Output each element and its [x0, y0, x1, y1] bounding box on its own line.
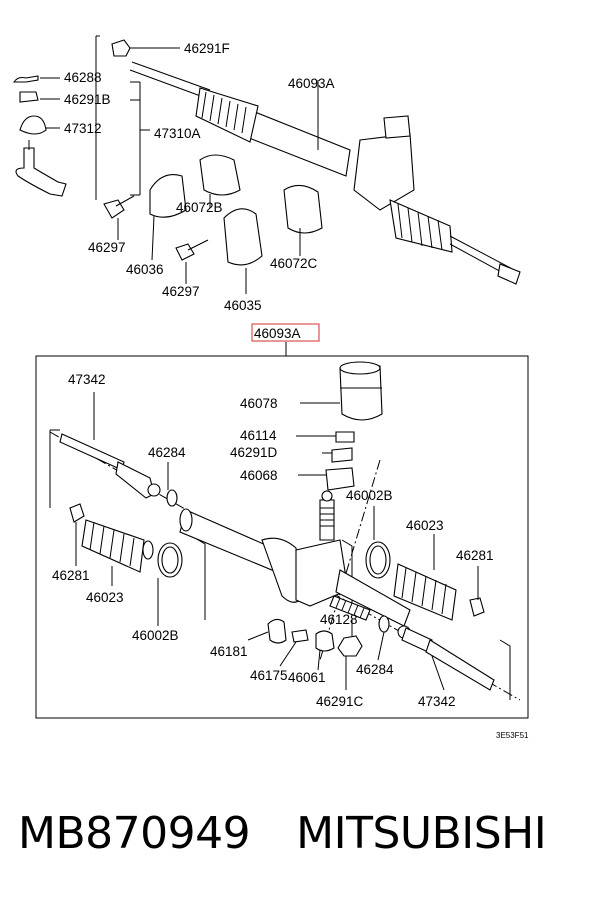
- label-47342-b: 47342: [418, 694, 456, 709]
- pinion-housing-part: [353, 133, 415, 211]
- brand-name: MITSUBISHI: [296, 808, 547, 859]
- cap-46181-part: [267, 618, 287, 644]
- bushing-46072B-part: [199, 154, 241, 196]
- label-46284-b: 46284: [356, 662, 394, 677]
- yoke-46061-part: [315, 630, 335, 652]
- lock-washer-left-part: [166, 489, 178, 507]
- label-46002B-a: 46002B: [346, 488, 393, 503]
- part-labels: 46291F 46288 46291B 47312 47310A 46093A …: [52, 41, 529, 740]
- lock-washer-right-part: [378, 615, 390, 633]
- label-46288: 46288: [64, 70, 102, 85]
- label-46281-b: 46281: [52, 568, 90, 583]
- label-46291F: 46291F: [184, 41, 230, 56]
- label-46068: 46068: [240, 468, 278, 483]
- inner-tie-rod-left-part: [59, 433, 125, 471]
- mount-46078-part: [339, 365, 383, 421]
- label-46175: 46175: [250, 668, 288, 683]
- exploded-view: [49, 361, 521, 701]
- label-46035: 46035: [224, 298, 262, 313]
- upper-assembly: [12, 35, 521, 294]
- exploded-view-frame: [35, 355, 529, 719]
- footer: MB870949 MITSUBISHI: [18, 808, 598, 859]
- cotter-pin-part: [12, 75, 39, 83]
- label-46002B-b: 46002B: [132, 628, 179, 643]
- label-46114: 46114: [240, 428, 277, 443]
- label-46181: 46181: [210, 644, 248, 659]
- label-46036: 46036: [126, 262, 164, 277]
- label-46078: 46078: [240, 396, 278, 411]
- rack-housing-part: [243, 109, 351, 177]
- label-47342-a: 47342: [68, 372, 106, 387]
- castle-nut-part: [19, 91, 39, 103]
- clip-46281-left-part: [69, 503, 85, 523]
- label-46291D: 46291D: [230, 445, 278, 460]
- label-46297-a: 46297: [88, 240, 126, 255]
- bushing-46072C-part: [283, 184, 323, 234]
- label-46093A-top: 46093A: [288, 76, 335, 91]
- label-46297-b: 46297: [162, 284, 200, 299]
- part-number: MB870949: [18, 808, 251, 859]
- label-46291B: 46291B: [64, 92, 111, 107]
- nut-46291D-part: [331, 447, 353, 463]
- label-46093A-box: 46093A: [254, 326, 301, 341]
- label-46281-a: 46281: [456, 548, 494, 563]
- label-46023-a: 46023: [406, 518, 444, 533]
- label-46072C: 46072C: [270, 256, 318, 271]
- label-46023-b: 46023: [86, 590, 124, 605]
- spring-46175-part: [291, 629, 309, 643]
- bracket-46036-part: [149, 174, 187, 218]
- top-nut-part: [111, 39, 131, 57]
- label-46284-a: 46284: [148, 445, 186, 460]
- tie-rod-boot-part: [19, 115, 47, 135]
- seal-46114-part: [335, 431, 355, 443]
- bolt-46297-a-part: [103, 195, 135, 219]
- tie-rod-end-part: [15, 147, 67, 197]
- nut-46291C-part: [337, 635, 363, 657]
- label-47310A: 47310A: [154, 126, 201, 141]
- label-46291C: 46291C: [316, 694, 364, 709]
- label-47312: 47312: [64, 121, 102, 136]
- label-46061: 46061: [288, 670, 326, 685]
- pinion-cap-part: [383, 115, 411, 139]
- bracket-46035-part: [223, 208, 263, 266]
- bolt-46297-b-part: [175, 239, 209, 261]
- label-46072B: 46072B: [176, 200, 223, 215]
- diagram-code: 3E53F51: [496, 731, 529, 740]
- bearing-46068-part: [325, 467, 355, 491]
- assembly-label-highlight: [251, 323, 320, 342]
- label-46128: 46128: [320, 612, 358, 627]
- boot-46023-left-part: [81, 519, 145, 573]
- right-bellows-part: [389, 199, 453, 253]
- clip-46281-right-part: [469, 597, 485, 617]
- boot-46023-right-part: [393, 563, 457, 621]
- parts-diagram: 46291F 46288 46291B 47312 47310A 46093A …: [12, 35, 529, 740]
